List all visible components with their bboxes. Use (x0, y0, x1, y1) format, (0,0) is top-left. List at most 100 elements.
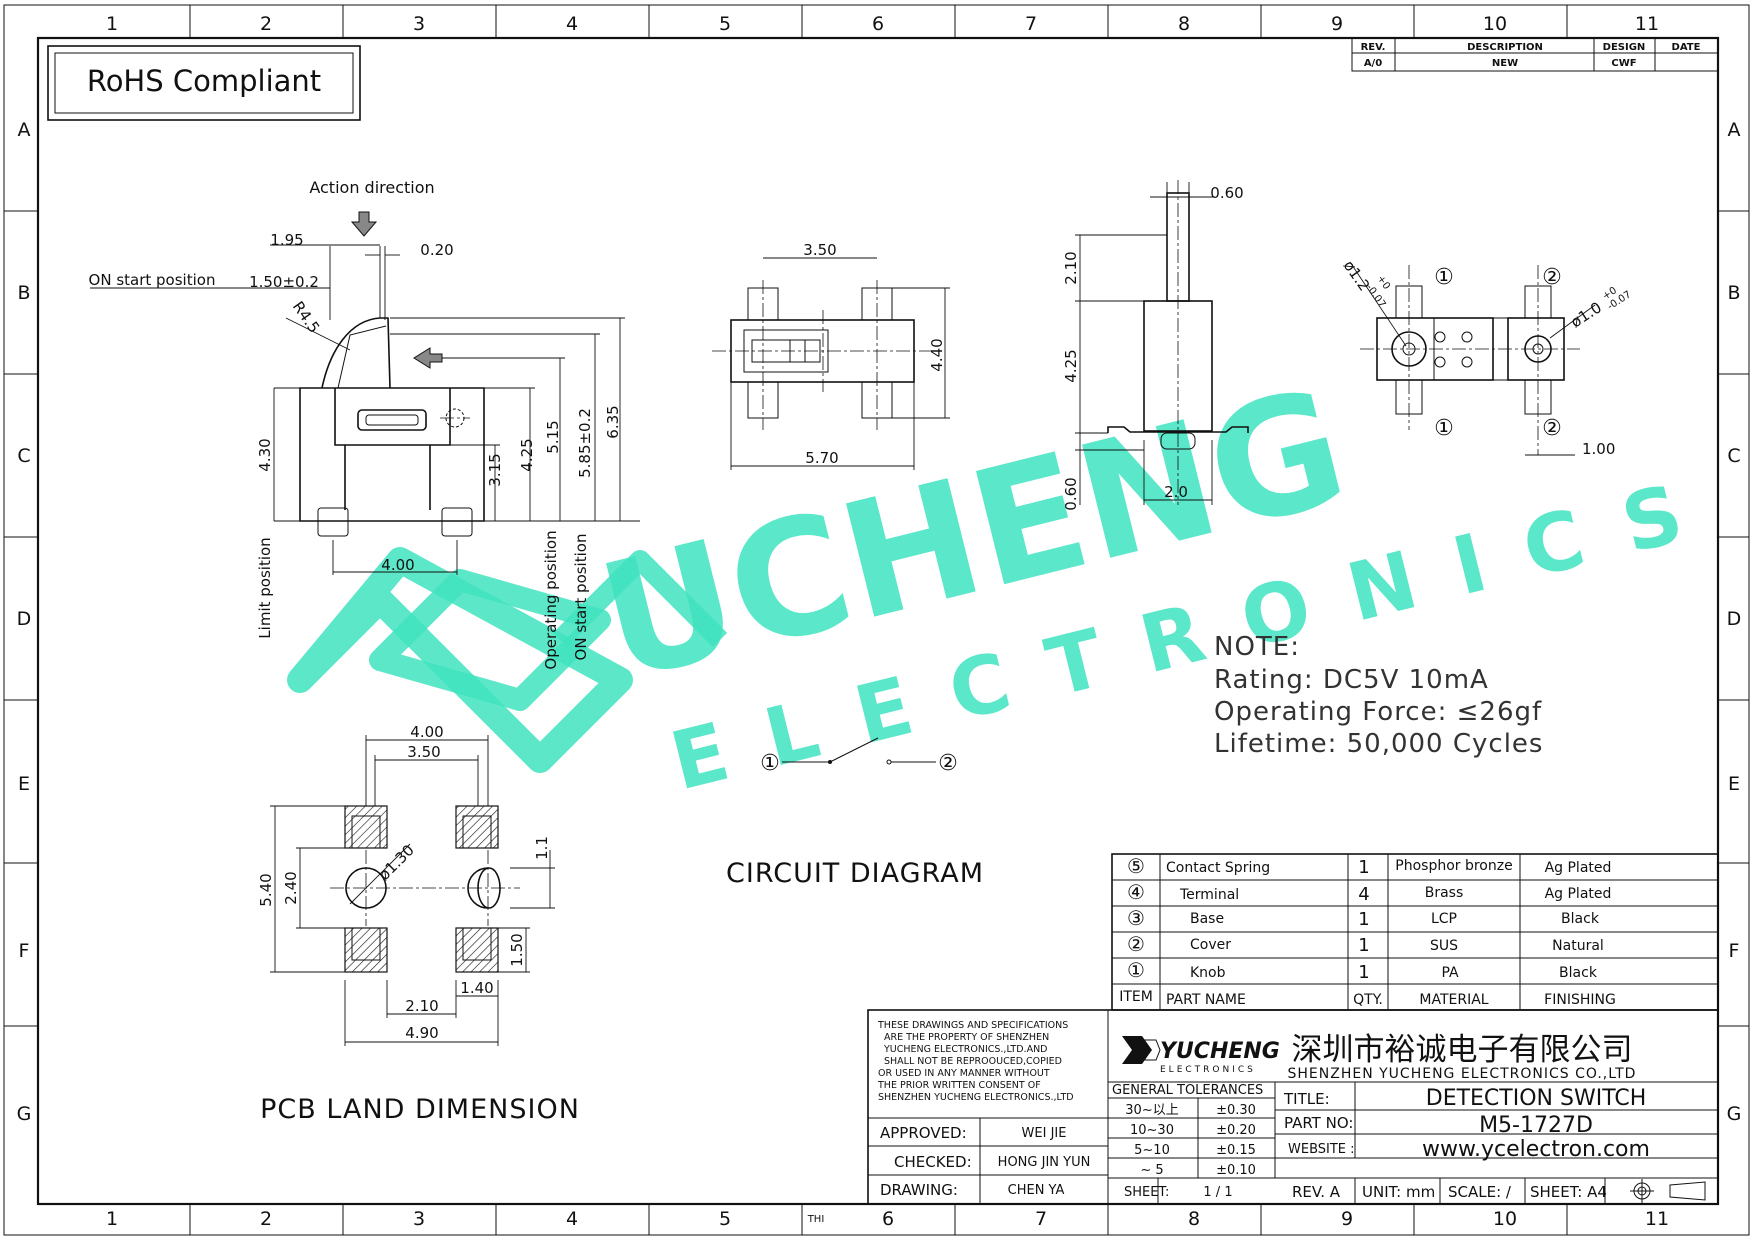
bom-material: PA (1441, 965, 1459, 981)
column-label: 10 (1483, 13, 1507, 35)
pcb-dim-5-40: 5.40 (257, 873, 275, 906)
bom-row: ⑤ Contact Spring 1 Phosphor bronze Ag Pl… (1127, 854, 1611, 878)
pcb-dim-4-90: 4.90 (405, 1024, 438, 1042)
sheet-size-label: SHEET: A4 (1530, 1183, 1607, 1201)
pcb-dim-1-40: 1.40 (460, 979, 493, 997)
on-start-position-vertical-label: ON start position (572, 534, 590, 661)
dim-0-20: 0.20 (420, 241, 453, 259)
circuit-diagram: ① ② CIRCUIT DIAGRAM (726, 737, 984, 889)
company-logo-icon (1122, 1036, 1161, 1064)
part-no-label: PART NO: (1284, 1114, 1353, 1132)
bom-header-qty: QTY. (1353, 992, 1383, 1008)
description-value: NEW (1492, 58, 1518, 69)
rev-header: REV. (1361, 42, 1386, 53)
disclaimer-line: SHENZHEN YUCHENG ELECTRONICS.,LTD (878, 1092, 1074, 1103)
bom-material: Phosphor bronze (1395, 858, 1512, 874)
action-direction-label: Action direction (309, 178, 434, 197)
dim-4-30: 4.30 (256, 438, 274, 471)
column-label: 4 (566, 13, 578, 35)
row-label: D (1727, 608, 1742, 630)
column-label: 7 (1025, 13, 1037, 35)
row-label: C (1727, 445, 1740, 467)
pcb-dim-1-50: 1.50 (508, 933, 526, 966)
bom-header-material: MATERIAL (1419, 992, 1488, 1008)
column-label: 5 (719, 13, 731, 35)
pcb-dim-2-40: 2.40 (282, 871, 300, 904)
sheet-label: SHEET: (1124, 1185, 1169, 1200)
tolerance-range: ~ 5 (1140, 1163, 1163, 1178)
dim-3-50: 3.50 (803, 241, 836, 259)
bom-part: Knob (1190, 965, 1226, 981)
note-heading: NOTE: (1214, 632, 1300, 662)
dim-0-60-top: 0.60 (1210, 184, 1243, 202)
pcb-dim-1-1: 1.1 (533, 836, 551, 860)
unit-label: UNIT: mm (1362, 1183, 1435, 1201)
tolerance-value: ±0.20 (1216, 1123, 1256, 1138)
column-label: 7 (1035, 1208, 1047, 1230)
scale-label: SCALE: / (1448, 1183, 1512, 1201)
pcb-dim-3-50: 3.50 (407, 743, 440, 761)
side-view: Action direction (89, 178, 640, 670)
note-force: Operating Force: ≤26gf (1214, 697, 1542, 727)
bom-row: ④ Terminal 4 Brass Ag Plated (1127, 880, 1611, 905)
disclaimer-line: THESE DRAWINGS AND SPECIFICATIONS (877, 1020, 1068, 1031)
limit-position-label: Limit position (256, 537, 274, 638)
pcb-title: PCB LAND DIMENSION (260, 1094, 580, 1125)
dim-1-00: 1.00 (1582, 440, 1615, 458)
company-name-en: SHENZHEN YUCHENG ELECTRONICS CO.,LTD (1288, 1066, 1637, 1082)
column-label: 4 (566, 1208, 578, 1230)
dim-2-10: 2.10 (1062, 251, 1080, 284)
circuit-pin1: ① (760, 751, 780, 776)
pin1-marker-top: ① (1434, 265, 1454, 290)
pcb-dim-4-00: 4.00 (410, 723, 443, 741)
title-label: TITLE: (1283, 1090, 1330, 1108)
column-label: 1 (106, 1208, 118, 1230)
disclaimer-line: YUCHENG ELECTRONICS.,LTD.AND (883, 1044, 1048, 1055)
circuit-title: CIRCUIT DIAGRAM (726, 858, 984, 889)
pcb-dim-2-10: 2.10 (405, 997, 438, 1015)
dim-4-40: 4.40 (928, 338, 946, 371)
operating-position-label: Operating position (542, 530, 560, 669)
rohs-box: RoHS Compliant (47, 45, 361, 121)
row-label: A (1728, 119, 1741, 141)
approved-label: APPROVED: (880, 1124, 967, 1142)
bom-material: LCP (1431, 911, 1457, 927)
dim-1-95: 1.95 (270, 231, 303, 249)
column-label: 5 (719, 1208, 731, 1230)
drawing-label: DRAWING: (880, 1181, 958, 1199)
bom-finish: Black (1559, 965, 1598, 981)
circuit-pin2: ② (938, 751, 958, 776)
column-label: 2 (260, 13, 272, 35)
row-label: D (17, 608, 32, 630)
bom-header-item: ITEM (1119, 989, 1153, 1005)
column-label: 6 (872, 13, 884, 35)
column-label: 3 (413, 1208, 425, 1230)
column-label: 6 (882, 1208, 894, 1230)
bom-part: Contact Spring (1166, 860, 1270, 876)
pcb-land-dimension: 4.00 3.50 ø1.30 1.1 5.40 2.40 1.50 1.40 … (257, 723, 580, 1125)
pin1-marker-bottom: ① (1434, 416, 1454, 441)
row-label: G (1727, 1103, 1742, 1125)
bom-finish: Black (1561, 911, 1600, 927)
bom-qty: 1 (1358, 962, 1369, 983)
on-start-position-value: 1.50±0.2 (249, 273, 319, 291)
note-lifetime: Lifetime: 50,000 Cycles (1214, 729, 1543, 759)
end-view: 0.60 2.0 2.10 4.25 0.60 (1062, 180, 1249, 511)
down-arrow-icon (350, 211, 378, 237)
disclaimer-line: ARE THE PROPERTY OF SHENZHEN (884, 1032, 1049, 1043)
dim-4-25: 4.25 (518, 438, 536, 471)
rev-value: A/0 (1364, 58, 1382, 69)
left-arrow-icon (413, 347, 443, 369)
sheet-value: 1 / 1 (1203, 1185, 1232, 1200)
part-number: M5-1727D (1479, 1113, 1593, 1138)
bom-part: Terminal (1179, 887, 1239, 903)
dim-0-60-bottom: 0.60 (1062, 477, 1080, 510)
bom-item: ③ (1127, 906, 1145, 930)
logo-sub: ELECTRONICS (1160, 1065, 1256, 1075)
notes: NOTE: Rating: DC5V 10mA Operating Force:… (1214, 632, 1543, 759)
note-rating: Rating: DC5V 10mA (1214, 665, 1489, 695)
date-header: DATE (1672, 42, 1701, 53)
column-label: 11 (1645, 1208, 1669, 1230)
bom-item: ⑤ (1127, 854, 1145, 878)
